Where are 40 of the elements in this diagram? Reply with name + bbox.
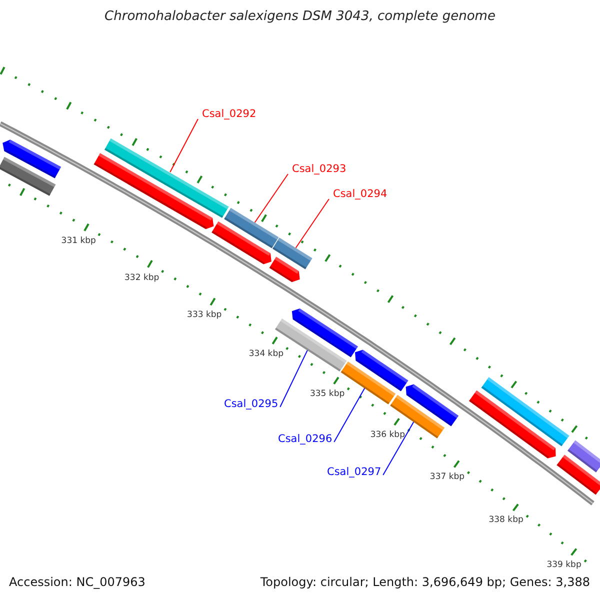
leader-line xyxy=(254,174,288,223)
genome-info-text: Topology: circular; Length: 3,696,649 bp; Genes: 3,388 xyxy=(260,575,590,589)
gene-label: Csal_0294 xyxy=(333,188,388,200)
gene-bar xyxy=(224,208,279,248)
position-label: 335 kbp xyxy=(310,388,345,399)
position-label: 337 kbp xyxy=(430,472,465,482)
gene-bar xyxy=(469,390,556,458)
title: Chromohalobacter salexigens DSM 3043, complete genome xyxy=(104,9,496,24)
position-label: 338 kbp xyxy=(488,515,524,526)
gene-bar xyxy=(390,394,445,438)
leader-line xyxy=(170,118,198,173)
gene-bar xyxy=(212,221,272,264)
position-label: 333 kbp xyxy=(187,310,222,320)
gene-bar xyxy=(2,140,62,178)
gene-label: Csal_0292 xyxy=(202,108,256,120)
gene-bar xyxy=(272,238,312,270)
leader-line xyxy=(334,388,366,442)
accession-text: Accession: NC_007963 xyxy=(9,575,146,589)
leader-line xyxy=(295,198,330,248)
position-label: 331 kbp xyxy=(61,236,96,246)
position-label: 339 kbp xyxy=(546,560,582,570)
gene-bar xyxy=(0,156,56,196)
gene-bar xyxy=(269,256,300,282)
gene-bar xyxy=(104,138,229,218)
gene-bar xyxy=(406,384,459,426)
gene-bar xyxy=(481,377,570,446)
gene-label: Csal_0295 xyxy=(224,398,278,410)
gene-bar xyxy=(568,440,600,472)
gene-bar xyxy=(355,350,408,392)
gene-label: Csal_0297 xyxy=(327,466,382,478)
position-label: 336 kbp xyxy=(370,430,405,440)
leader-line xyxy=(280,350,308,408)
leader-line xyxy=(382,422,414,476)
gene-label: Csal_0293 xyxy=(292,163,346,175)
gene-bar xyxy=(292,308,358,358)
position-label: 334 kbp xyxy=(248,349,284,360)
gene-label: Csal_0296 xyxy=(278,433,332,445)
gene-bar xyxy=(556,454,600,495)
position-label: 332 kbp xyxy=(124,272,160,283)
gene-bar xyxy=(94,153,214,230)
